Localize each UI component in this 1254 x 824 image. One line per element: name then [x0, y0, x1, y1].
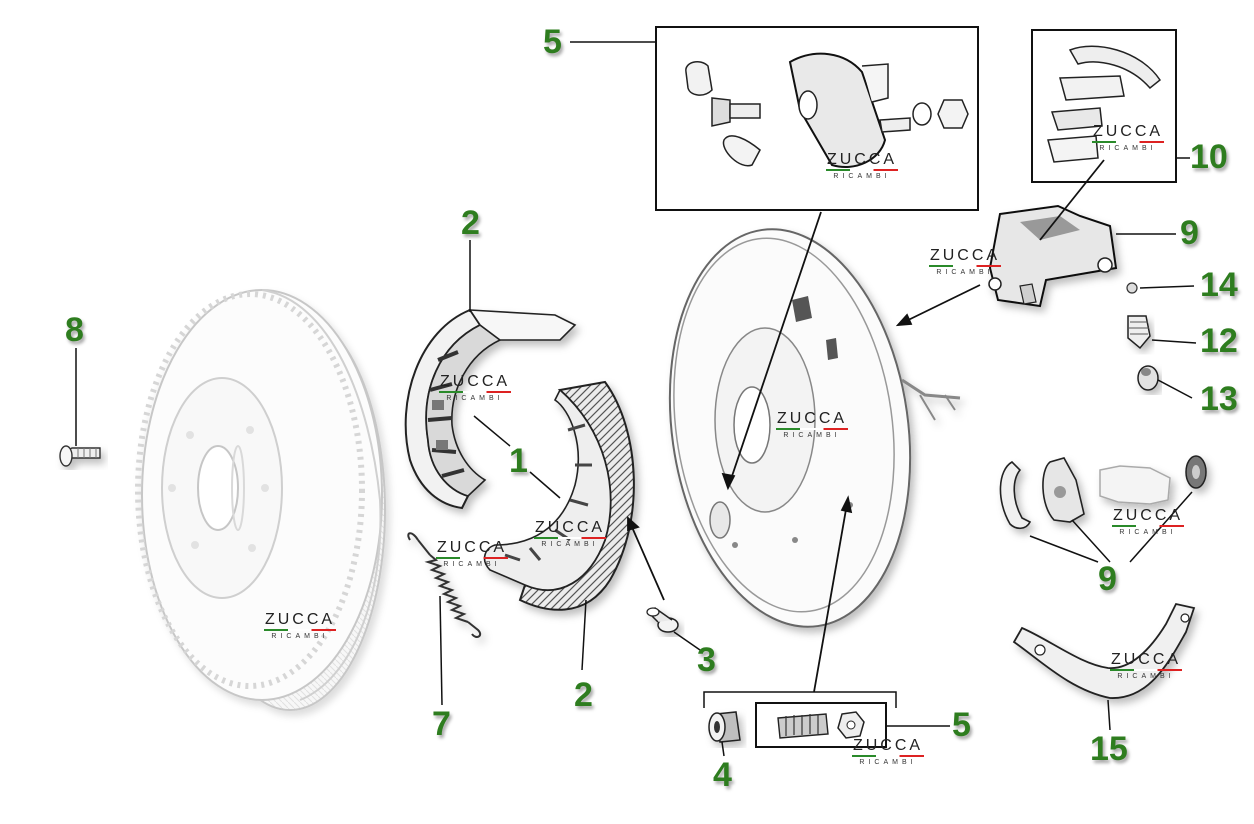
- callout-2-upper: 2: [461, 204, 480, 242]
- clip-set-box: [1031, 29, 1177, 183]
- brake-drum: [135, 289, 386, 711]
- bleed-nipple: [1127, 315, 1151, 350]
- callout-12: 12: [1200, 322, 1238, 360]
- arrow-lines: [627, 159, 1105, 693]
- adjuster-parts-box: [655, 26, 979, 211]
- callout-2-lower: 2: [574, 676, 593, 714]
- callout-9: 9: [1180, 214, 1199, 252]
- callout-11: 10: [1190, 138, 1228, 176]
- callout-8: 8: [65, 311, 84, 349]
- callout-13: 13: [1200, 380, 1238, 418]
- callout-10: 9: [1098, 560, 1117, 598]
- callout-7: 7: [432, 705, 451, 743]
- callout-6: 5: [543, 23, 562, 61]
- ball-bearing: [1126, 282, 1138, 294]
- cylinder-repair-kit: [999, 455, 1207, 530]
- wheel-cylinder: [988, 204, 1118, 308]
- callout-3: 3: [697, 641, 716, 679]
- callout-1: 1: [509, 442, 528, 480]
- handbrake-lever: [1012, 602, 1196, 699]
- brake-shoe-lower: [483, 380, 635, 611]
- leader-lines: [75, 41, 1197, 757]
- callout-15: 15: [1090, 730, 1128, 768]
- callout-5: 5: [952, 706, 971, 744]
- bushing: [708, 711, 741, 743]
- countersunk-screw: [59, 445, 101, 467]
- shoe-pin: [646, 607, 679, 633]
- callout-14: 14: [1200, 266, 1238, 304]
- dust-cap: [1137, 365, 1159, 391]
- return-spring: [407, 532, 482, 638]
- brake-shoe-upper: [404, 308, 577, 510]
- callout-4: 4: [713, 756, 732, 794]
- stud-and-nut: [755, 702, 887, 748]
